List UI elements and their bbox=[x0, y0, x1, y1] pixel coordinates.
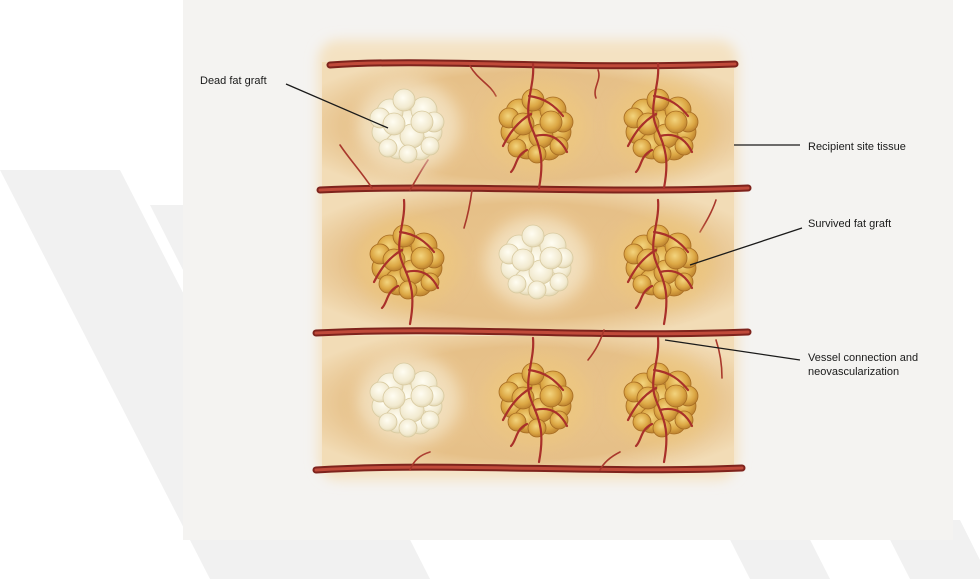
dead-fat-graft bbox=[485, 216, 589, 308]
graft-clusters bbox=[356, 64, 714, 462]
fat-lobule bbox=[383, 113, 405, 135]
fat-lobule bbox=[633, 413, 651, 431]
fat-lobule bbox=[540, 247, 562, 269]
fat-lobule bbox=[653, 419, 671, 437]
fat-lobule bbox=[399, 419, 417, 437]
fat-lobule bbox=[508, 275, 526, 293]
label-vessel-connection-line-1: Vessel connection and bbox=[808, 351, 918, 365]
fat-lobule bbox=[508, 139, 526, 157]
label-recipient-site-tissue: Recipient site tissue bbox=[808, 140, 906, 154]
fat-lobule bbox=[653, 145, 671, 163]
vessel-row-1-highlight bbox=[320, 188, 748, 190]
label-survived-fat-graft: Survived fat graft bbox=[808, 217, 891, 231]
fat-lobule bbox=[512, 249, 534, 271]
fat-lobule bbox=[399, 281, 417, 299]
fat-lobule bbox=[540, 385, 562, 407]
fat-lobule bbox=[540, 111, 562, 133]
dead-fat-graft bbox=[356, 80, 460, 172]
fat-lobule bbox=[379, 139, 397, 157]
fat-lobule bbox=[411, 247, 433, 269]
fat-lobule bbox=[665, 247, 687, 269]
fat-lobule bbox=[383, 387, 405, 409]
fat-lobule bbox=[528, 281, 546, 299]
label-vessel-connection: Vessel connection and neovascularization bbox=[808, 351, 918, 379]
fat-lobule bbox=[653, 281, 671, 299]
fat-lobule bbox=[508, 413, 526, 431]
fat-lobule bbox=[421, 137, 439, 155]
fat-lobule bbox=[522, 225, 544, 247]
fat-lobule bbox=[550, 273, 568, 291]
fat-lobule bbox=[393, 89, 415, 111]
dead-fat-graft bbox=[356, 354, 460, 446]
fat-lobule bbox=[528, 145, 546, 163]
fat-lobule bbox=[379, 413, 397, 431]
fat-lobule bbox=[633, 139, 651, 157]
fat-lobule bbox=[528, 419, 546, 437]
fat-lobule bbox=[393, 363, 415, 385]
fat-lobule bbox=[411, 385, 433, 407]
fat-lobule bbox=[399, 145, 417, 163]
label-dead-fat-graft: Dead fat graft bbox=[200, 74, 267, 88]
label-vessel-connection-line-2: neovascularization bbox=[808, 365, 918, 379]
fat-lobule bbox=[633, 275, 651, 293]
fat-lobule bbox=[665, 111, 687, 133]
fat-lobule bbox=[411, 111, 433, 133]
fat-lobule bbox=[665, 385, 687, 407]
fat-lobule bbox=[421, 411, 439, 429]
fat-lobule bbox=[379, 275, 397, 293]
